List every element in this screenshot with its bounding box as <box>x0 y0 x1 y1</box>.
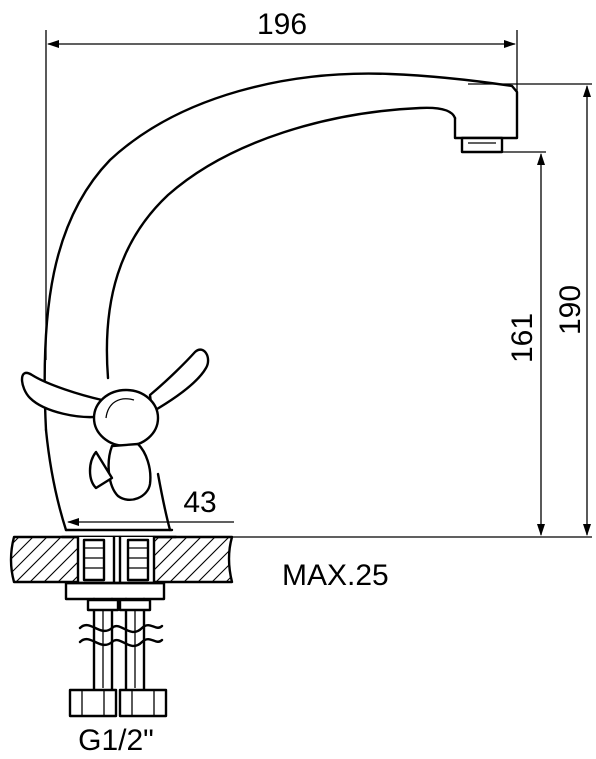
dimension-base-width: 43 <box>67 486 234 526</box>
dimension-label-43: 43 <box>183 486 216 519</box>
hex-fitting-left <box>68 688 118 718</box>
faucet-spout <box>43 72 519 432</box>
hatch-line <box>169 537 216 582</box>
hatch-line <box>211 537 232 582</box>
dimension-label-161: 161 <box>506 313 539 363</box>
lock-nut <box>64 581 166 601</box>
dimension-total-width: 196 <box>45 8 518 360</box>
mounting-surface <box>0 535 285 584</box>
hex-fitting-right <box>118 688 168 718</box>
handle-left-lever <box>20 371 106 419</box>
aerator <box>460 136 504 154</box>
hatch-line <box>15 537 62 582</box>
handle-hub <box>92 388 160 448</box>
thread-size-label: G1/2" <box>78 724 154 757</box>
hatch-line <box>240 537 285 582</box>
supply-hoses <box>78 597 164 692</box>
hatch-line <box>197 537 232 582</box>
handle-right-lever <box>148 348 210 414</box>
handle-lower-lever <box>88 442 152 501</box>
hatch-line <box>0 537 5 582</box>
dimension-label-196: 196 <box>257 8 307 41</box>
hatch-line <box>155 537 202 582</box>
hatch-line <box>11 537 20 582</box>
hatch-line <box>11 537 48 582</box>
hatch-line <box>11 537 34 582</box>
hatch-line <box>225 537 232 582</box>
dimension-label-190: 190 <box>554 285 587 335</box>
hatch-line <box>183 537 230 582</box>
max-thickness-label: MAX.25 <box>282 559 389 592</box>
hatch-line <box>29 537 76 582</box>
dimension-spout-height: 161 <box>500 151 546 536</box>
